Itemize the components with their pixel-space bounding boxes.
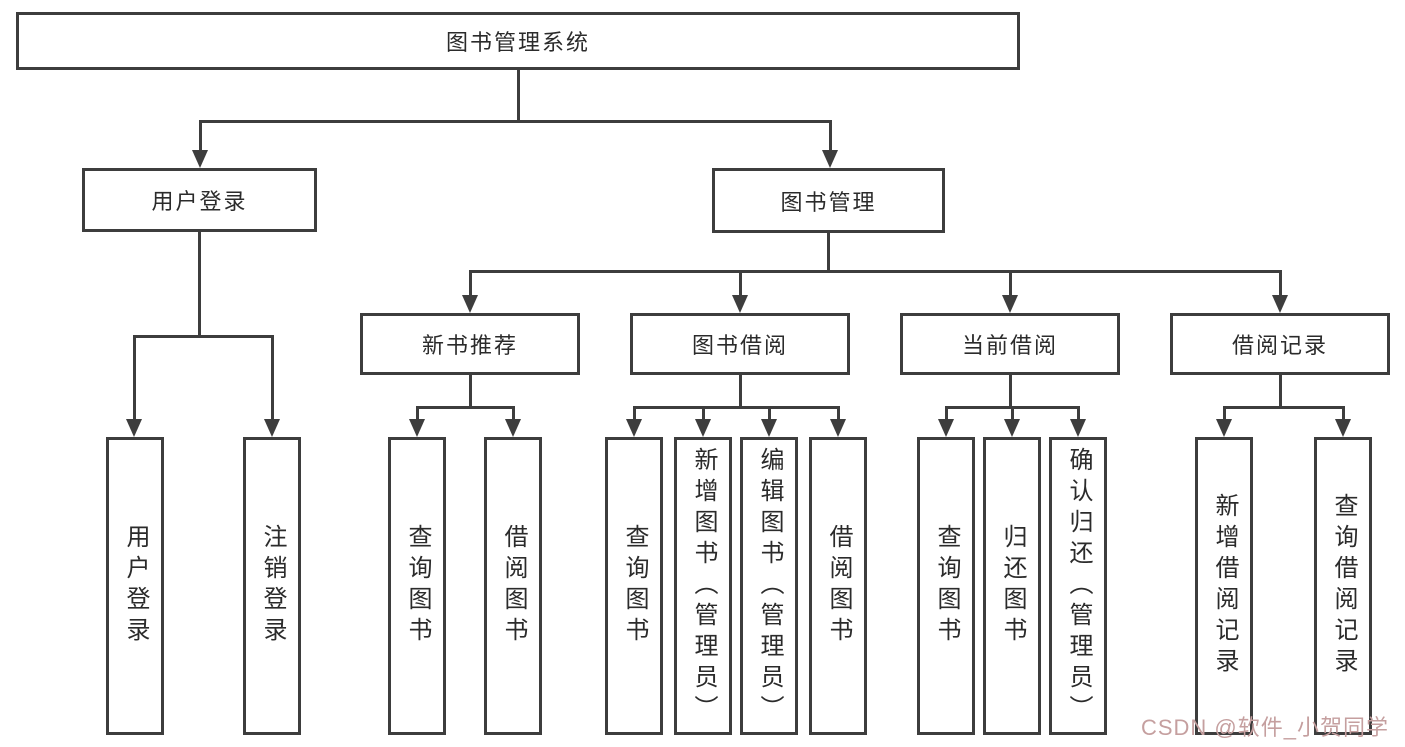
- connector-drop-leaf: [1342, 406, 1345, 421]
- arrow-down-icon: [830, 419, 846, 437]
- leaf-query-book-recommend: 查询图书: [388, 437, 446, 735]
- connector-records-rail: [1223, 406, 1345, 409]
- csdn-watermark: CSDN @软件_小贺同学: [1140, 715, 1389, 740]
- arrow-down-icon: [1272, 295, 1288, 313]
- arrow-down-icon: [1216, 419, 1232, 437]
- node-library-management-system: 图书管理系统: [16, 12, 1020, 70]
- node-label: 编辑图书（管理员）: [756, 446, 783, 726]
- connector-mgmt-stem: [827, 233, 830, 270]
- node-label: 查询图书: [404, 524, 431, 648]
- leaf-borrow-book-recommend: 借阅图书: [484, 437, 542, 735]
- arrow-down-icon: [462, 295, 478, 313]
- connector-borrowing-stem: [739, 375, 742, 406]
- leaf-logout: 注销登录: [243, 437, 301, 735]
- node-label: 查询借阅记录: [1330, 493, 1357, 679]
- connector-drop-level3: [1279, 270, 1282, 297]
- connector-user-rail: [133, 335, 274, 338]
- leaf-edit-book-admin: 编辑图书（管理员）: [740, 437, 798, 735]
- connector-borrowing-rail: [633, 406, 840, 409]
- node-user-login: 用户登录: [82, 168, 317, 232]
- connector-drop-leaf: [1223, 406, 1226, 421]
- leaf-query-book-current: 查询图书: [917, 437, 975, 735]
- connector-recommend-stem: [469, 375, 472, 406]
- arrow-down-icon: [1070, 419, 1086, 437]
- leaf-add-book-admin: 新增图书（管理员）: [674, 437, 732, 735]
- connector-drop-book-management: [829, 120, 832, 152]
- arrow-down-icon: [126, 419, 142, 437]
- connector-drop-level3: [469, 270, 472, 297]
- node-current-borrowing: 当前借阅: [900, 313, 1120, 375]
- arrow-down-icon: [938, 419, 954, 437]
- node-label: 查询图书: [621, 524, 648, 648]
- arrow-down-icon: [1335, 419, 1351, 437]
- node-label: 新书推荐: [421, 333, 518, 358]
- node-label: 新增借阅记录: [1211, 493, 1238, 679]
- arrow-down-icon: [1004, 419, 1020, 437]
- connector-drop-level3: [1009, 270, 1012, 297]
- leaf-confirm-return-admin: 确认归还（管理员）: [1049, 437, 1107, 735]
- connector-root-stem: [517, 70, 520, 120]
- node-label: 图书管理: [780, 189, 877, 215]
- leaf-return-book: 归还图书: [983, 437, 1041, 735]
- connector-drop-leaf: [271, 335, 274, 420]
- connector-drop-leaf: [1011, 406, 1014, 421]
- connector-drop-leaf: [633, 406, 636, 421]
- node-label: 用户登录: [151, 189, 248, 214]
- arrow-down-icon: [264, 419, 280, 437]
- connector-drop-level3: [739, 270, 742, 297]
- connector-drop-leaf: [1077, 406, 1080, 421]
- node-label: 借阅记录: [1231, 333, 1328, 358]
- arrow-down-icon: [409, 419, 425, 437]
- connector-drop-leaf: [768, 406, 771, 421]
- arrow-down-icon: [505, 419, 521, 437]
- node-label: 归还图书: [999, 524, 1026, 648]
- node-label: 用户登录: [122, 524, 149, 648]
- arrow-down-icon: [626, 419, 642, 437]
- leaf-add-borrow-record: 新增借阅记录: [1195, 437, 1253, 735]
- arrow-down-icon: [732, 295, 748, 313]
- connector-mgmt-rail: [469, 270, 1282, 273]
- node-borrowing-records: 借阅记录: [1170, 313, 1390, 375]
- connector-drop-leaf: [945, 406, 948, 421]
- node-label: 当前借阅: [961, 333, 1058, 358]
- leaf-borrow-book-borrowing: 借阅图书: [809, 437, 867, 735]
- connector-drop-leaf: [416, 406, 419, 421]
- node-new-book-recommend: 新书推荐: [360, 313, 580, 375]
- node-label: 借阅图书: [500, 524, 527, 648]
- arrow-down-icon: [192, 150, 208, 168]
- node-book-management: 图书管理: [712, 168, 945, 233]
- node-label: 借阅图书: [825, 524, 852, 648]
- node-label: 确认归还（管理员）: [1065, 446, 1092, 726]
- arrow-down-icon: [761, 419, 777, 437]
- node-label: 查询图书: [933, 524, 960, 648]
- connector-drop-user-login: [199, 120, 202, 152]
- arrow-down-icon: [822, 150, 838, 168]
- leaf-query-book-borrowing: 查询图书: [605, 437, 663, 735]
- node-book-borrowing: 图书借阅: [630, 313, 850, 375]
- connector-user-stem: [198, 232, 201, 335]
- arrow-down-icon: [695, 419, 711, 437]
- leaf-query-borrow-record: 查询借阅记录: [1314, 437, 1372, 735]
- leaf-user-login: 用户登录: [106, 437, 164, 735]
- node-label: 图书借阅: [691, 333, 788, 358]
- connector-drop-leaf: [133, 335, 136, 420]
- connector-root-rail: [199, 120, 831, 123]
- connector-current-stem: [1009, 375, 1012, 406]
- node-label: 图书管理系统: [445, 30, 590, 55]
- connector-drop-leaf: [702, 406, 705, 421]
- connector-drop-leaf: [837, 406, 840, 421]
- connector-records-stem: [1279, 375, 1282, 406]
- arrow-down-icon: [1002, 295, 1018, 313]
- connector-recommend-rail: [416, 406, 515, 409]
- node-label: 新增图书（管理员）: [690, 446, 717, 726]
- node-label: 注销登录: [259, 524, 286, 648]
- connector-drop-leaf: [512, 406, 515, 421]
